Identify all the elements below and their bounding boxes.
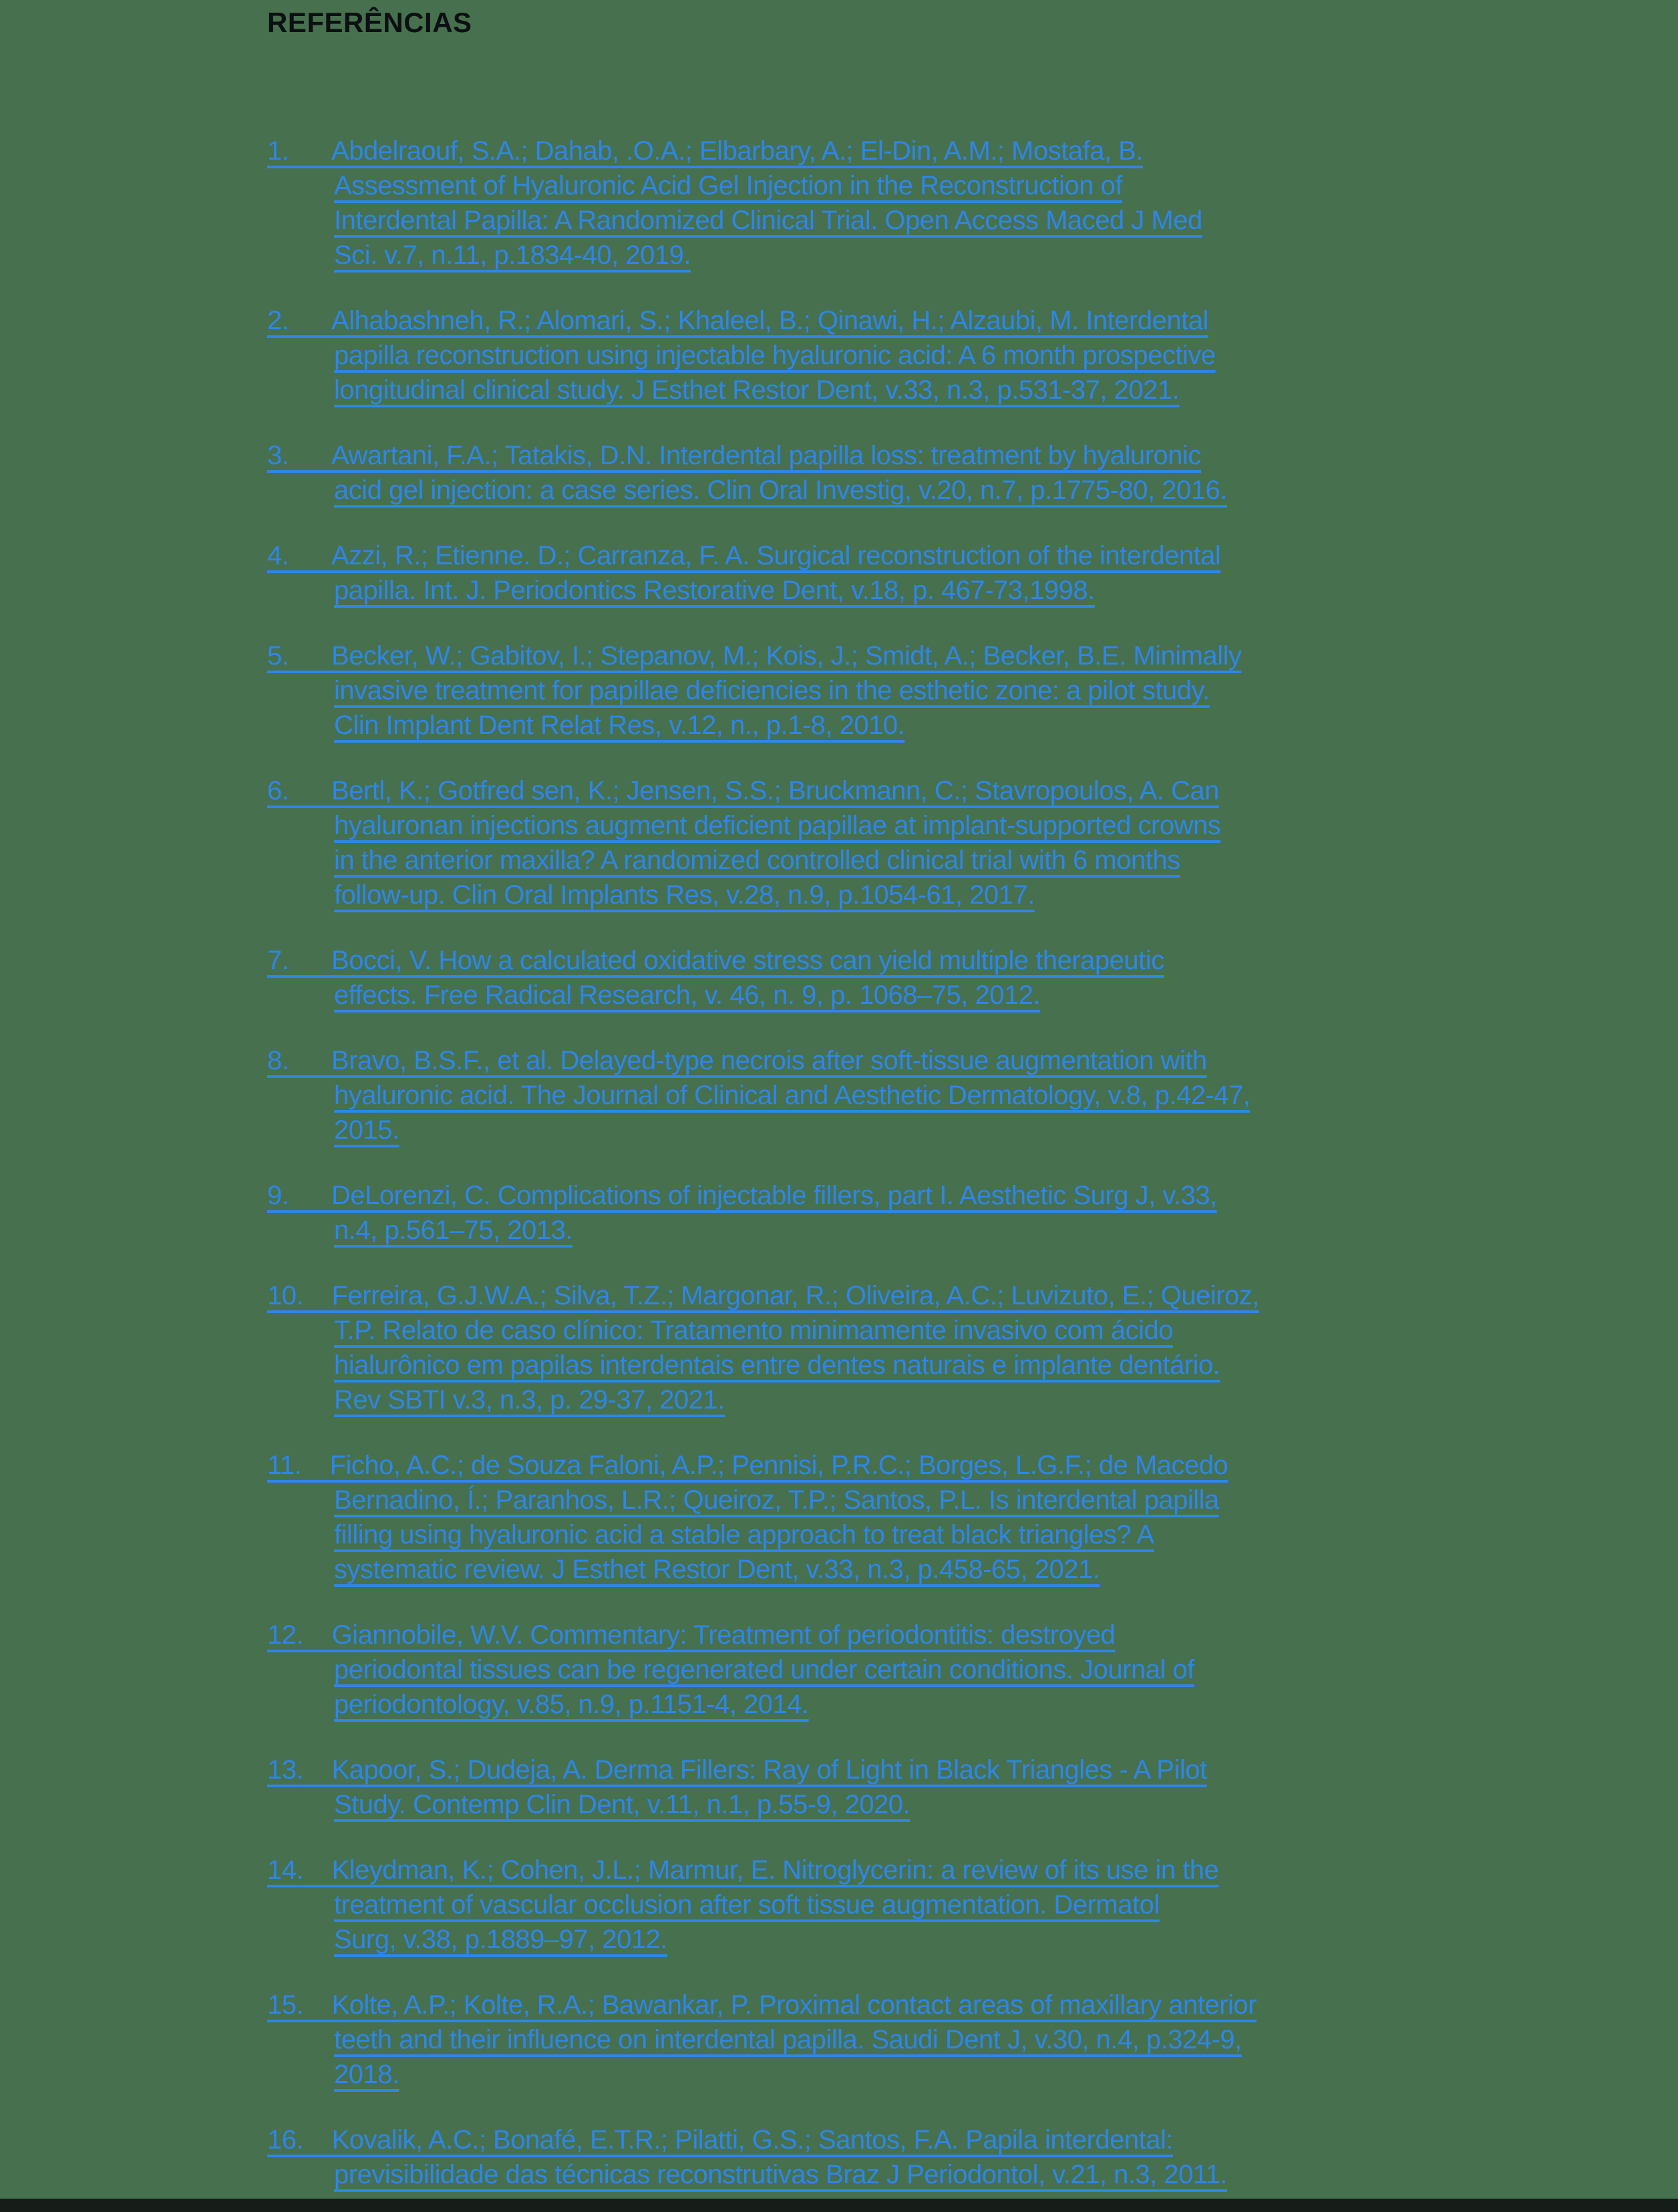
reference-number: 15. [267,1990,304,2020]
reference-gap [289,541,331,570]
reference-link[interactable]: 13. Kapoor, S.; Dudeja, A. Derma Fillers… [267,1753,1416,1822]
reference-number: 16. [267,2125,304,2155]
reference-text: Awartani, F.A.; Tatakis, D.N. Interdenta… [331,441,1227,505]
reference-gap [301,1451,329,1480]
reference-link[interactable]: 14. Kleydman, K.; Cohen, J.L.; Marmur, E… [267,1853,1416,1957]
reference-number: 12. [267,1620,304,1650]
reference-text: Bertl, K.; Gotfred sen, K.; Jensen, S.S.… [331,776,1221,910]
reference-item: 6. Bertl, K.; Gotfred sen, K.; Jensen, S… [267,773,1416,912]
reference-item: 12. Giannobile, W.V. Commentary: Treatme… [267,1618,1416,1722]
reference-number: 13. [267,1755,304,1785]
reference-text: Giannobile, W.V. Commentary: Treatment o… [331,1620,1195,1719]
reference-number: 11. [267,1451,302,1480]
reference-number: 14. [267,1855,304,1885]
reference-item: 1. Abdelraouf, S.A.; Dahab, .O.A.; Elbar… [267,134,1416,272]
reference-link[interactable]: 4. Azzi, R.; Etienne. D.; Carranza, F. A… [267,538,1416,608]
reference-item: 2. Alhabashneh, R.; Alomari, S.; Khaleel… [267,303,1416,407]
reference-item: 15. Kolte, A.P.; Kolte, R.A.; Bawankar, … [267,1988,1416,2092]
reference-gap [303,1755,331,1785]
reference-gap [303,1990,331,2020]
reference-number: 10. [267,1281,304,1310]
reference-link[interactable]: 15. Kolte, A.P.; Kolte, R.A.; Bawankar, … [267,1988,1416,2092]
reference-number: 4. [267,541,289,570]
reference-link[interactable]: 6. Bertl, K.; Gotfred sen, K.; Jensen, S… [267,773,1416,912]
reference-number: 2. [267,306,289,335]
reference-text: DeLorenzi, C. Complications of injectabl… [331,1181,1217,1245]
reference-text: Kolte, A.P.; Kolte, R.A.; Bawankar, P. P… [331,1990,1257,2089]
reference-list: 1. Abdelraouf, S.A.; Dahab, .O.A.; Elbar… [267,134,1416,2212]
reference-item: 14. Kleydman, K.; Cohen, J.L.; Marmur, E… [267,1853,1416,1957]
reference-item: 13. Kapoor, S.; Dudeja, A. Derma Fillers… [267,1753,1416,1822]
reference-text: Abdelraouf, S.A.; Dahab, .O.A.; Elbarbar… [331,136,1202,270]
reference-item: 7. Bocci, V. How a calculated oxidative … [267,943,1416,1012]
reference-link[interactable]: 7. Bocci, V. How a calculated oxidative … [267,943,1416,1012]
reference-number: 9. [267,1181,289,1210]
reference-text: Becker, W.; Gabitov, I.; Stepanov, M.; K… [331,641,1242,740]
reference-link[interactable]: 12. Giannobile, W.V. Commentary: Treatme… [267,1618,1416,1722]
reference-number: 1. [267,136,289,166]
reference-link[interactable]: 16. Kovalik, A.C.; Bonafé, E.T.R.; Pilat… [267,2123,1416,2192]
reference-gap [303,2125,331,2155]
reference-text: Alhabashneh, R.; Alomari, S.; Khaleel, B… [331,306,1216,405]
reference-gap [289,136,331,166]
reference-item: 8. Bravo, B.S.F., et al. Delayed-type ne… [267,1043,1416,1147]
reference-link[interactable]: 11. Ficho, A.C.; de Souza Faloni, A.P.; … [267,1448,1416,1587]
reference-link[interactable]: 10. Ferreira, G.J.W.A.; Silva, T.Z.; Mar… [267,1278,1416,1417]
reference-number: 3. [267,441,289,470]
reference-link[interactable]: 1. Abdelraouf, S.A.; Dahab, .O.A.; Elbar… [267,134,1416,272]
reference-item: 4. Azzi, R.; Etienne. D.; Carranza, F. A… [267,538,1416,608]
reference-gap [289,441,331,470]
reference-link[interactable]: 9. DeLorenzi, C. Complications of inject… [267,1178,1416,1248]
reference-item: 10. Ferreira, G.J.W.A.; Silva, T.Z.; Mar… [267,1278,1416,1417]
reference-number: 6. [267,776,289,805]
reference-number: 7. [267,946,289,975]
reference-number: 5. [267,641,289,671]
reference-gap [289,306,331,335]
reference-text: Kovalik, A.C.; Bonafé, E.T.R.; Pilatti, … [331,2125,1228,2189]
reference-gap [289,1181,331,1210]
reference-text: Kapoor, S.; Dudeja, A. Derma Fillers: Ra… [331,1755,1208,1819]
reference-link[interactable]: 8. Bravo, B.S.F., et al. Delayed-type ne… [267,1043,1416,1147]
reference-gap [289,946,331,975]
reference-link[interactable]: 3. Awartani, F.A.; Tatakis, D.N. Interde… [267,438,1416,508]
reference-gap [289,1046,331,1075]
reference-gap [303,1281,331,1310]
reference-item: 9. DeLorenzi, C. Complications of inject… [267,1178,1416,1248]
page-title: REFERÊNCIAS [267,7,472,38]
reference-gap [289,641,331,671]
reference-number: 8. [267,1046,289,1075]
reference-gap [289,776,331,805]
reference-text: Bravo, B.S.F., et al. Delayed-type necro… [331,1046,1250,1145]
reference-item: 3. Awartani, F.A.; Tatakis, D.N. Interde… [267,438,1416,508]
reference-text: Azzi, R.; Etienne. D.; Carranza, F. A. S… [331,541,1221,605]
reference-gap [303,1855,331,1885]
page-bottom-edge [0,2199,1678,2212]
reference-item: 5. Becker, W.; Gabitov, I.; Stepanov, M.… [267,638,1416,743]
reference-item: 11. Ficho, A.C.; de Souza Faloni, A.P.; … [267,1448,1416,1587]
reference-text: Ferreira, G.J.W.A.; Silva, T.Z.; Margona… [331,1281,1260,1415]
reference-text: Bocci, V. How a calculated oxidative str… [331,946,1164,1010]
reference-gap [303,1620,331,1650]
reference-text: Kleydman, K.; Cohen, J.L.; Marmur, E. Ni… [331,1855,1219,1954]
reference-link[interactable]: 5. Becker, W.; Gabitov, I.; Stepanov, M.… [267,638,1416,743]
reference-text: Ficho, A.C.; de Souza Faloni, A.P.; Penn… [329,1451,1228,1584]
reference-link[interactable]: 2. Alhabashneh, R.; Alomari, S.; Khaleel… [267,303,1416,407]
reference-item: 16. Kovalik, A.C.; Bonafé, E.T.R.; Pilat… [267,2123,1416,2192]
